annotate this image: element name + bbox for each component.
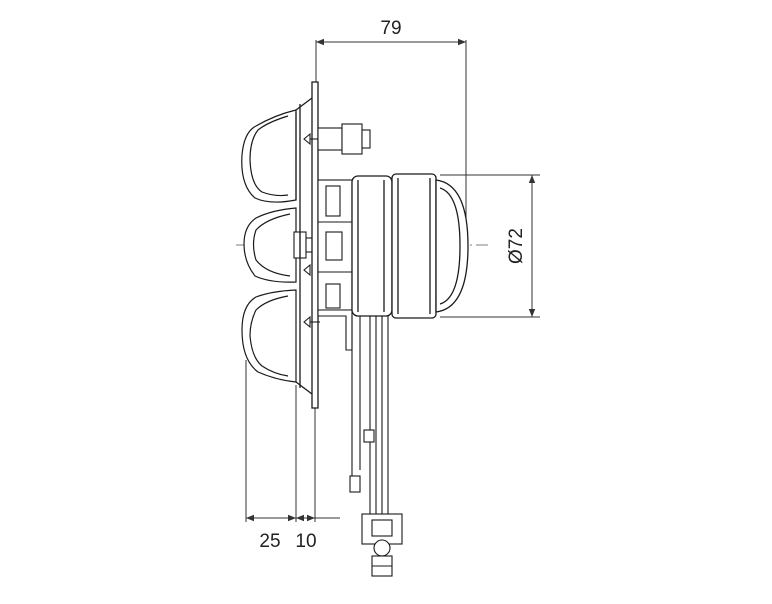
dimension-flange-offset-label: 10 <box>295 531 316 552</box>
dimension-bottom <box>245 360 340 522</box>
cable <box>349 316 389 514</box>
dimension-motor-diameter-label: Ø72 <box>506 228 527 264</box>
motor-body <box>351 173 469 319</box>
dimension-motor-diameter <box>440 174 540 318</box>
mounting-plate <box>295 81 319 409</box>
impeller <box>241 109 297 383</box>
connector <box>361 513 403 577</box>
dimension-overall-depth-label: 79 <box>380 18 401 39</box>
motor-bracket <box>317 179 353 351</box>
dimension-impeller-depth-label: 25 <box>259 531 280 552</box>
